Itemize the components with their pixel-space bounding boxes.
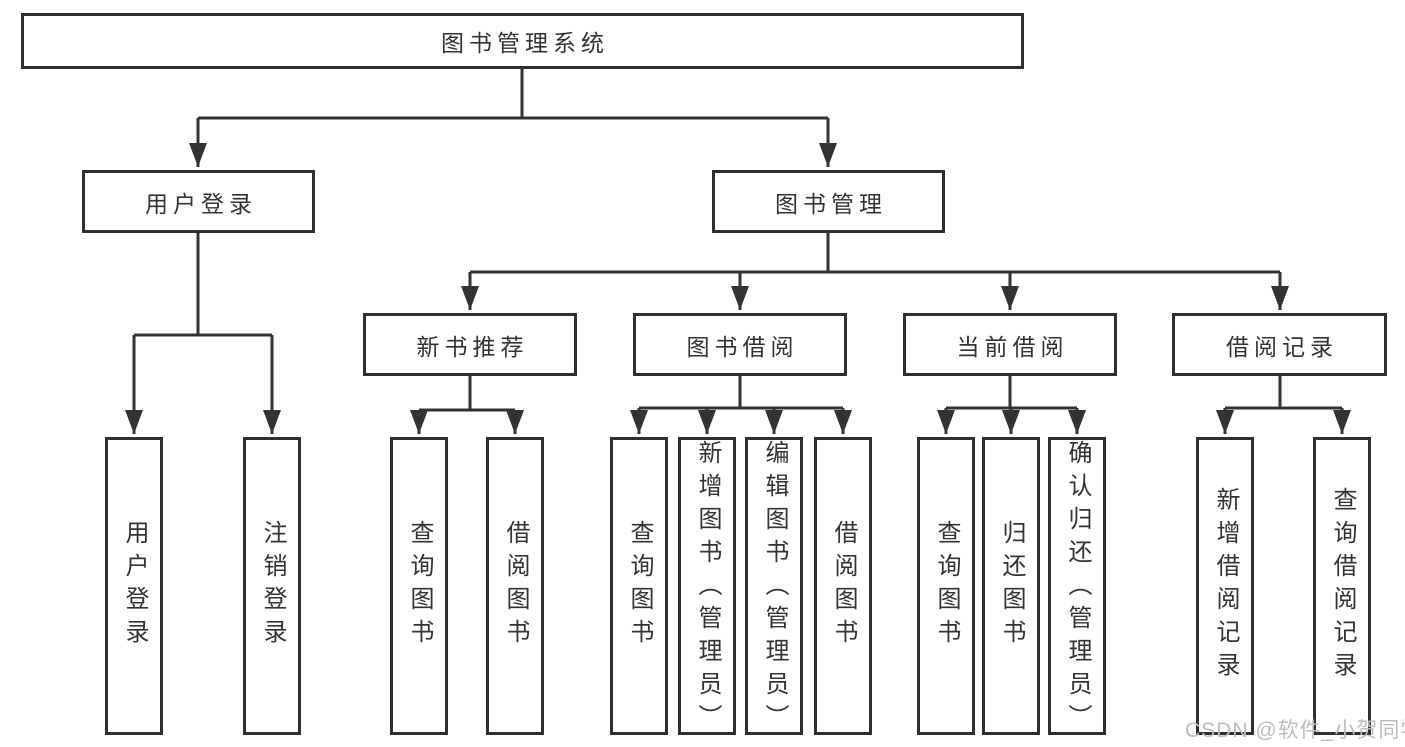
leaf-nb-borrow-books: 借阅图书	[486, 437, 544, 735]
leaf-br-query-record: 查询借阅记录	[1313, 437, 1371, 735]
node-label: 确认归还（管理员）	[1064, 440, 1091, 737]
node-borrowing-records: 借阅记录	[1172, 313, 1387, 376]
node-label: 新增借阅记录	[1212, 487, 1239, 685]
leaf-cb-query-books: 查询图书	[917, 437, 975, 735]
leaf-bb-add-books-admin: 新增图书（管理员）	[678, 437, 736, 737]
node-book-borrowing: 图书借阅	[633, 313, 847, 376]
node-label: 新增图书（管理员）	[694, 440, 721, 737]
leaf-br-add-record: 新增借阅记录	[1196, 437, 1254, 735]
leaf-cb-return-books: 归还图书	[982, 437, 1040, 735]
node-user-login: 用户登录	[82, 170, 315, 233]
leaf-bb-query-books: 查询图书	[610, 437, 668, 735]
node-label: 当前借阅	[956, 333, 1069, 360]
node-label: 查询图书	[406, 520, 433, 652]
node-label: 注销登录	[259, 520, 286, 652]
node-book-management: 图书管理	[712, 170, 945, 233]
node-label: 借阅图书	[502, 520, 529, 652]
node-label: 借阅图书	[830, 520, 857, 652]
leaf-bb-edit-books-admin: 编辑图书（管理员）	[745, 437, 803, 737]
node-label: 图书管理	[775, 190, 887, 217]
leaf-nb-query-books: 查询图书	[390, 437, 448, 735]
leaf-user-login: 用户登录	[105, 437, 163, 735]
leaf-logout: 注销登录	[243, 437, 301, 735]
node-label: 查询借阅记录	[1329, 487, 1356, 685]
node-label: 查询图书	[933, 520, 960, 652]
node-label: 用户登录	[145, 190, 257, 217]
node-label: 编辑图书（管理员）	[761, 440, 788, 737]
node-label: 用户登录	[121, 520, 148, 652]
leaf-bb-borrow-books: 借阅图书	[814, 437, 872, 735]
node-label: 图书管理系统	[441, 30, 609, 56]
node-label: 借阅记录	[1226, 333, 1338, 360]
connector-group	[125, 69, 1351, 434]
node-label: 查询图书	[626, 520, 653, 652]
node-label: 归还图书	[998, 520, 1025, 652]
watermark-text: CSDN @软件_小贺同学	[1185, 719, 1405, 742]
node-label: 新书推荐	[416, 333, 529, 360]
node-library-system: 图书管理系统	[21, 13, 1024, 69]
leaf-cb-confirm-return-admin: 确认归还（管理员）	[1048, 437, 1106, 737]
node-current-borrowing: 当前借阅	[903, 313, 1117, 376]
node-new-book-recommend: 新书推荐	[363, 313, 577, 376]
node-label: 图书借阅	[686, 333, 799, 360]
